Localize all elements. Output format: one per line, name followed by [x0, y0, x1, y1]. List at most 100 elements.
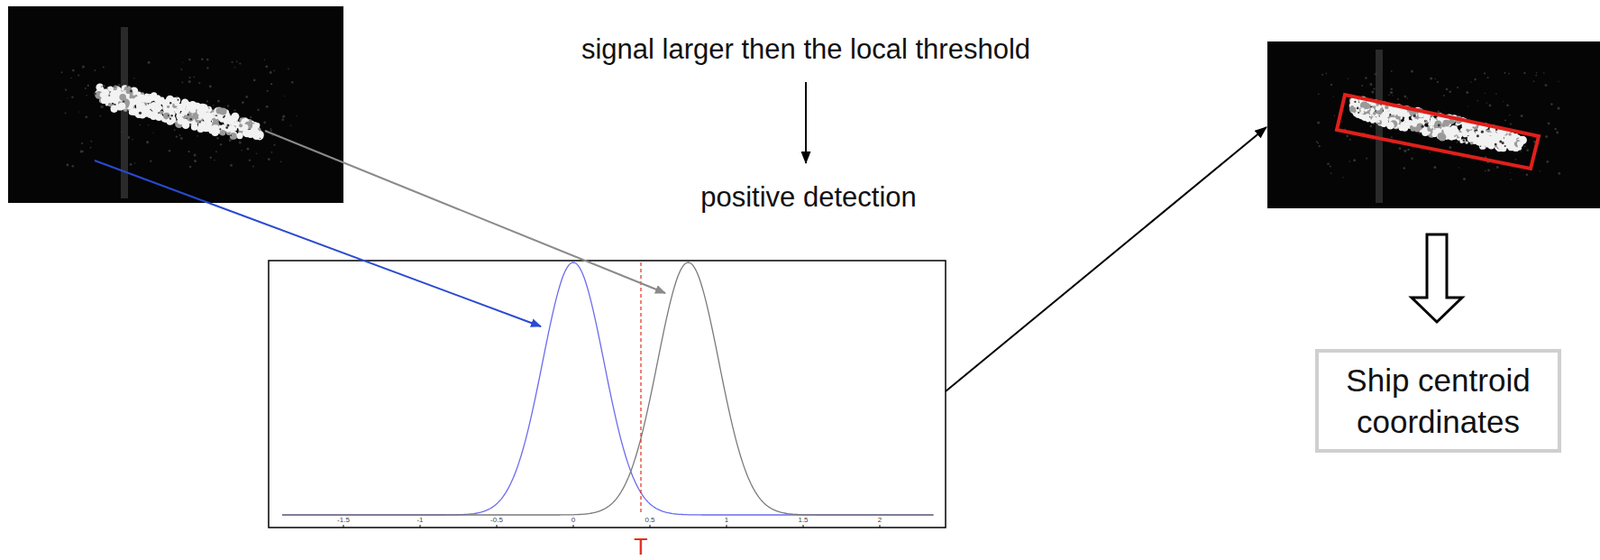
speckle: [198, 82, 201, 84]
speckle: [1462, 177, 1466, 181]
speckle: [1462, 138, 1466, 143]
speckle: [1375, 105, 1381, 110]
speckle: [99, 115, 101, 118]
speckle: [1467, 135, 1469, 137]
speckle: [1465, 91, 1469, 94]
ship-echo: [61, 27, 299, 199]
speckle: [193, 159, 197, 163]
speckle: [193, 76, 196, 79]
speckle: [1453, 135, 1455, 137]
speckle: [180, 137, 183, 140]
speckle: [126, 89, 131, 94]
axis-tick-label: -1: [416, 516, 423, 525]
speckle: [1508, 132, 1511, 136]
speckle: [1494, 143, 1498, 147]
speckle: [1397, 98, 1399, 101]
ship-echo: [1316, 49, 1561, 203]
speckle: [1434, 78, 1436, 80]
speckle: [1369, 82, 1372, 86]
speckle: [236, 61, 238, 64]
speckle: [1495, 92, 1498, 95]
speckle: [165, 104, 171, 110]
speckle: [219, 107, 227, 115]
speckle: [256, 109, 259, 111]
speckle: [1536, 72, 1538, 74]
speckle: [198, 126, 203, 131]
speckle: [1407, 97, 1408, 99]
speckle: [168, 149, 172, 153]
speckle: [191, 123, 199, 131]
speckle: [1526, 148, 1529, 152]
speckle: [244, 131, 250, 138]
speckle: [1410, 126, 1416, 131]
speckle: [1349, 138, 1352, 141]
speckle: [147, 61, 151, 64]
output-box: Ship centroid coordinates: [1315, 348, 1562, 453]
speckle: [253, 79, 256, 83]
speckle: [199, 121, 202, 124]
speckle: [1468, 137, 1472, 142]
speckle: [1316, 142, 1319, 145]
speckle: [138, 103, 145, 110]
speckle: [1475, 128, 1478, 131]
speckle: [206, 66, 209, 69]
speckle: [1372, 122, 1375, 125]
speckle: [1554, 128, 1557, 131]
speckle: [108, 86, 114, 92]
speckle: [227, 123, 230, 127]
speckle: [1470, 81, 1472, 83]
speckle: [1437, 132, 1445, 140]
speckle: [66, 164, 70, 167]
axis-tick-label: 1.5: [797, 516, 808, 525]
speckle: [1390, 136, 1393, 138]
flow-arrow: [804, 82, 807, 164]
speckle: [1520, 114, 1524, 118]
speckle: [1453, 126, 1458, 131]
speckle: [1421, 125, 1425, 128]
speckle: [1539, 170, 1541, 172]
speckle: [1557, 107, 1561, 110]
speckle: [105, 99, 110, 103]
speckle: [1370, 125, 1373, 128]
speckle: [129, 90, 133, 93]
speckle: [1466, 123, 1473, 130]
speckle: [84, 87, 87, 90]
speckle: [238, 62, 241, 64]
speckle: [1517, 146, 1522, 151]
speckle: [131, 138, 134, 141]
speckle: [222, 116, 225, 119]
speckle: [93, 92, 97, 96]
speckle: [1503, 140, 1509, 147]
speckle: [1365, 157, 1368, 160]
speckle: [94, 69, 97, 72]
speckle: [1398, 146, 1402, 150]
speckle: [1403, 166, 1407, 170]
speckle: [1378, 134, 1381, 137]
speckle: [177, 99, 180, 101]
speckle: [1356, 107, 1360, 110]
speckle: [1533, 140, 1536, 143]
speckle: [271, 135, 273, 137]
speckle: [102, 66, 105, 69]
speckle: [271, 151, 274, 154]
speckle: [85, 94, 88, 97]
speckle: [1317, 93, 1320, 96]
speckle: [182, 109, 189, 116]
speckle: [1379, 115, 1381, 117]
speckle: [219, 129, 226, 136]
speckle: [211, 124, 220, 132]
speckle: [1353, 100, 1360, 108]
speckle: [179, 134, 182, 137]
speckle: [72, 69, 75, 73]
speckle: [1316, 140, 1318, 143]
speckle: [1389, 91, 1393, 94]
speckle: [1545, 83, 1548, 87]
speckle: [195, 160, 197, 162]
speckle: [1377, 119, 1382, 125]
speckle: [155, 113, 163, 121]
speckle: [256, 131, 264, 138]
speckle: [1443, 127, 1450, 134]
speckle: [1520, 150, 1522, 152]
speckle: [1476, 134, 1480, 138]
speckle: [242, 128, 250, 137]
